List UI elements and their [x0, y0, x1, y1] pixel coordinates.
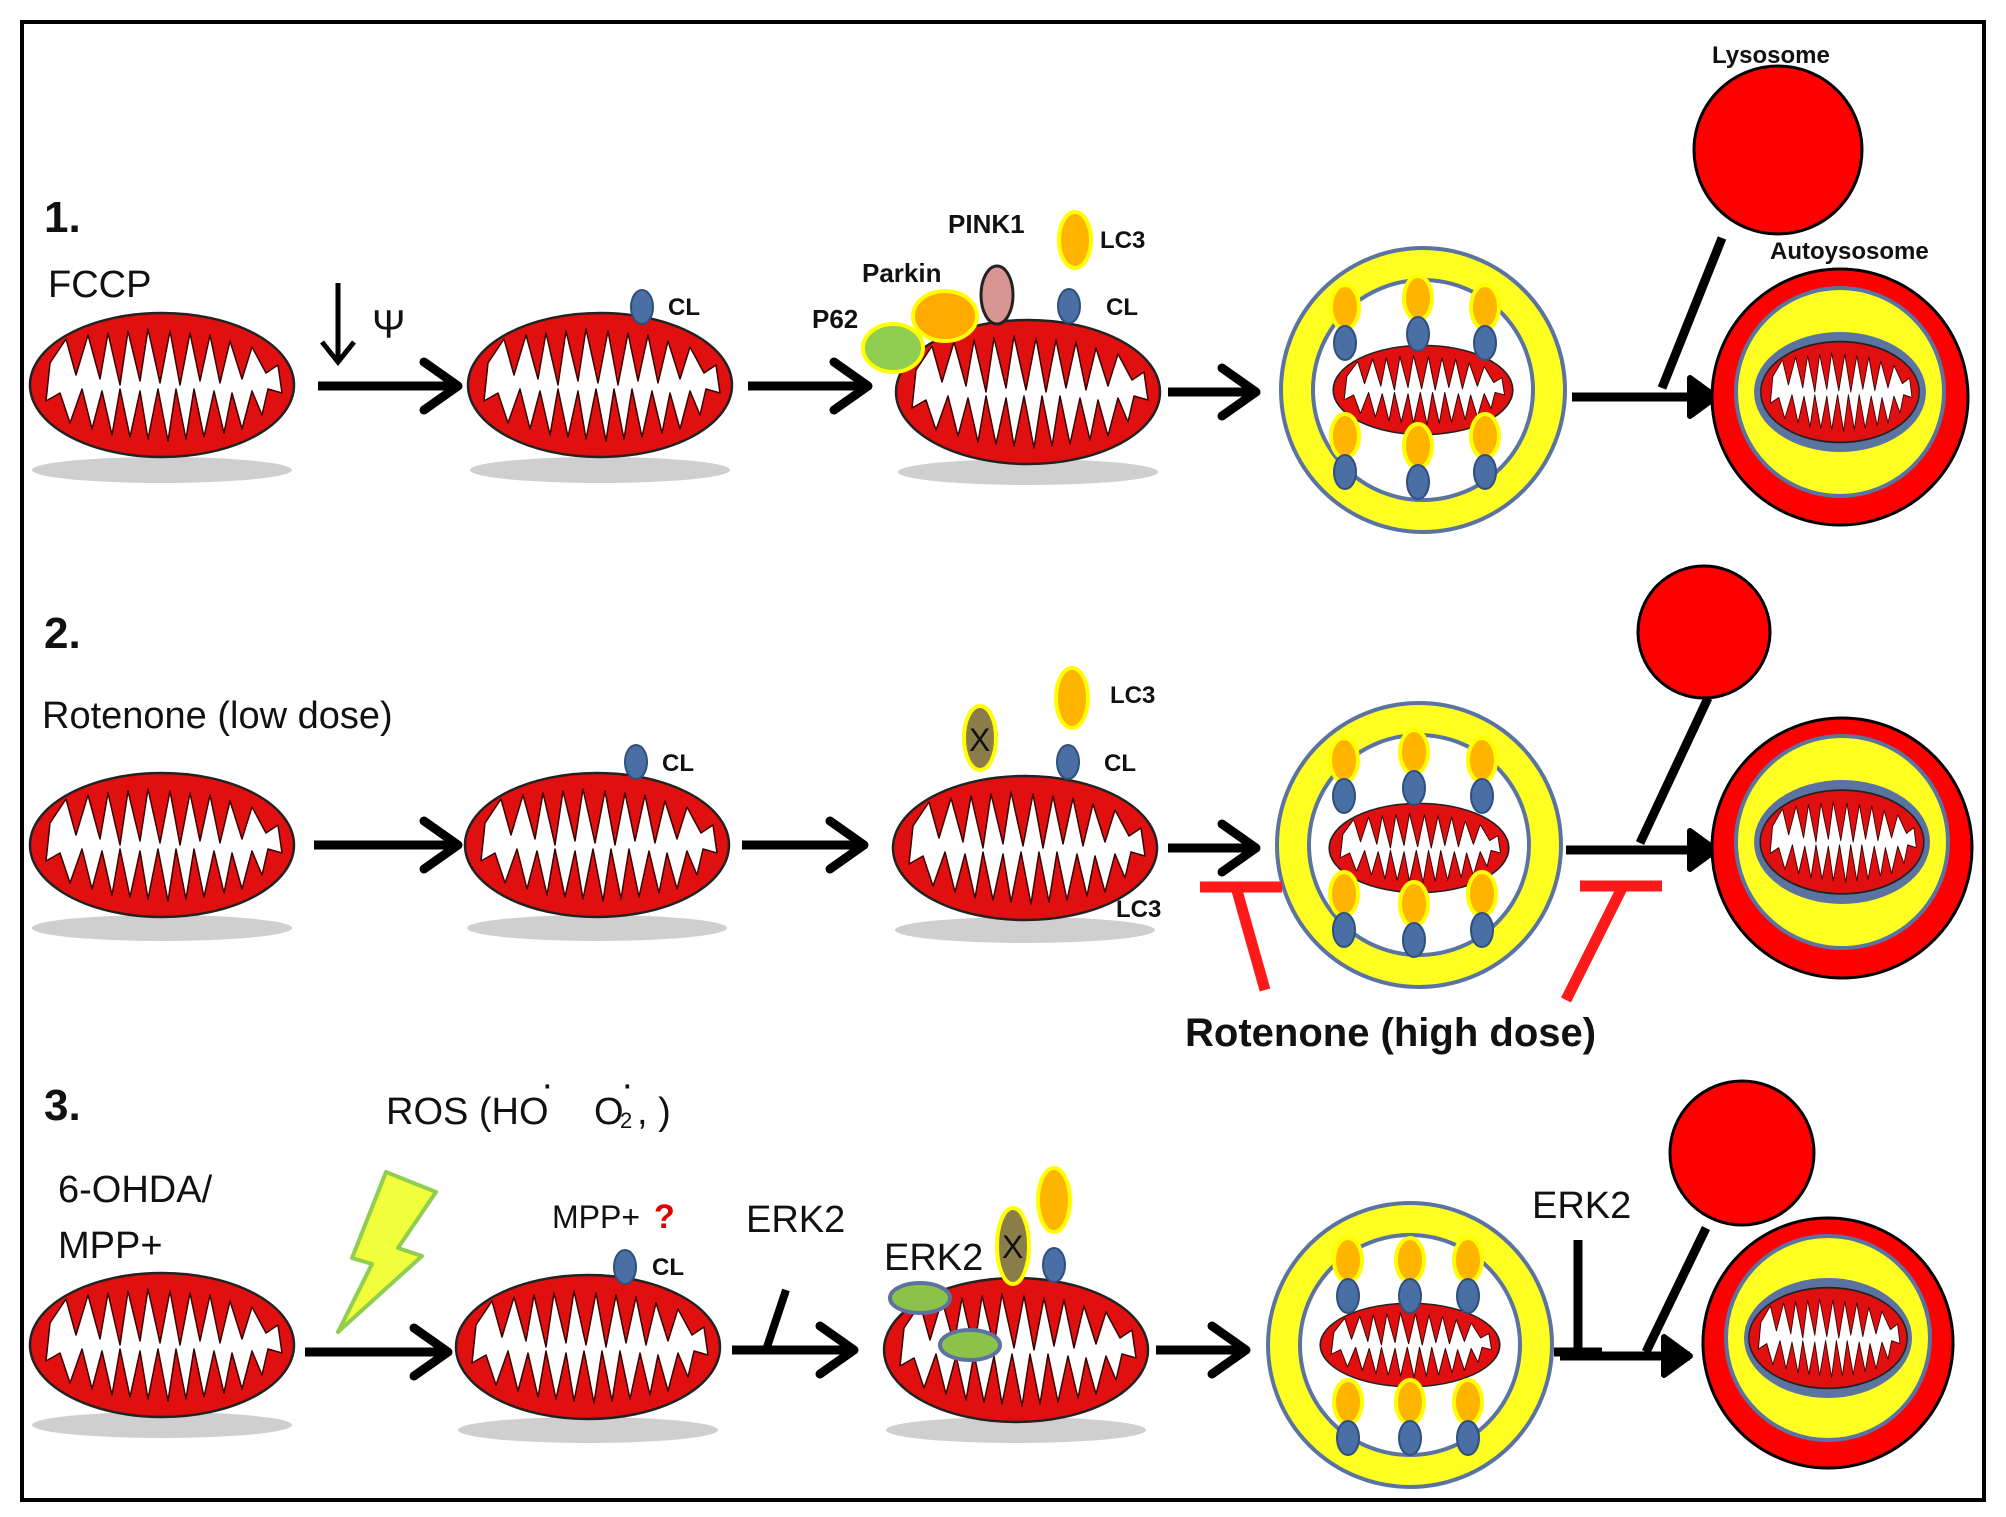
row-3: 3. 6-OHDA/ MPP+ ROS (HO · O · 2 , ) CL M… [28, 1064, 1955, 1489]
svg-text:, ): , ) [637, 1091, 671, 1133]
inhibition-symbol [1200, 881, 1282, 992]
autolysosome-label: Autoysosome [1770, 238, 1929, 265]
row-1-treatment: FCCP [48, 264, 151, 306]
autophagosome [1279, 246, 1567, 534]
lysosome [1692, 64, 1864, 236]
cardiolipin [1042, 1247, 1066, 1283]
mitochondrion [28, 311, 296, 459]
parkin-label: Parkin [862, 258, 942, 288]
inactive-mark: X [969, 722, 990, 758]
autolysosome [1710, 716, 1974, 980]
autolysosome [1710, 267, 1970, 527]
svg-text:ROS (HO: ROS (HO [386, 1091, 549, 1133]
lc3-label: LC3 [1116, 896, 1161, 923]
p62 [861, 322, 925, 374]
autolysosome [1701, 1216, 1955, 1470]
cardiolipin [630, 289, 654, 325]
lc3-label: LC3 [1110, 682, 1155, 709]
row-1-number: 1. [44, 193, 81, 242]
question-mark: ? [654, 1198, 675, 1236]
erk2 [888, 1281, 952, 1315]
cardiolipin [1056, 744, 1080, 780]
cl-label: CL [662, 750, 694, 777]
cl-label: CL [1106, 294, 1138, 321]
mpp-label: MPP+ [552, 1199, 640, 1235]
svg-text:2: 2 [620, 1108, 632, 1133]
erk2-label: ERK2 [746, 1199, 845, 1241]
lc3 [1057, 210, 1093, 270]
mitochondrion [463, 771, 731, 919]
cardiolipin [624, 744, 648, 780]
inactive-mark: X [1002, 1229, 1023, 1265]
pink1-label: PINK1 [948, 209, 1025, 239]
row-3-treatment-line1: 6-OHDA/ [58, 1169, 213, 1211]
inactive-pink1 [962, 704, 998, 772]
cardiolipin [1057, 288, 1081, 324]
autophagosome [1266, 1201, 1554, 1489]
lysosome [1668, 1079, 1816, 1227]
erk2-label: ERK2 [1532, 1185, 1631, 1227]
p62-label: P62 [812, 304, 858, 334]
ros-label: ROS (HO · O · 2 , ) [386, 1064, 671, 1133]
lc3 [1054, 666, 1090, 730]
erk2-label: ERK2 [884, 1237, 983, 1279]
svg-text:·: · [541, 1064, 554, 1106]
cl-label: CL [668, 294, 700, 321]
row-2-treatment: Rotenone (low dose) [42, 695, 393, 737]
lc3-label: LC3 [1100, 227, 1145, 254]
lightning-bolt-icon [336, 1170, 438, 1334]
inhibition-symbol [1561, 880, 1662, 1003]
mitochondrion [466, 311, 734, 459]
autophagosome [1275, 701, 1563, 989]
cl-label: CL [1104, 750, 1136, 777]
row-3-treatment-line2: MPP+ [58, 1225, 163, 1267]
mitochondrion [28, 1271, 296, 1419]
lysosome [1636, 564, 1772, 700]
cardiolipin [613, 1249, 637, 1285]
row-2: 2. Rotenone (low dose) CL X LC3 CL LC3 [28, 564, 1974, 1055]
inactive-pink1 [995, 1206, 1031, 1286]
svg-text:O: O [594, 1091, 624, 1133]
mitochondrion [28, 771, 296, 919]
psi-symbol: Ψ [372, 303, 405, 347]
row-2-number: 2. [44, 609, 81, 658]
lc3 [1036, 1166, 1072, 1234]
mitochondrion [454, 1273, 722, 1421]
cl-label: CL [652, 1254, 684, 1281]
svg-text:·: · [621, 1064, 634, 1106]
row-3-number: 3. [44, 1081, 81, 1130]
pink1 [979, 264, 1015, 326]
high-dose-label: Rotenone (high dose) [1185, 1011, 1596, 1055]
row-1: 1. FCCP Ψ CL P62 Parkin PINK1 LC3 CL [28, 42, 1970, 534]
lysosome-label: Lysosome [1712, 42, 1830, 69]
erk2 [938, 1328, 1002, 1362]
parkin [911, 289, 979, 343]
